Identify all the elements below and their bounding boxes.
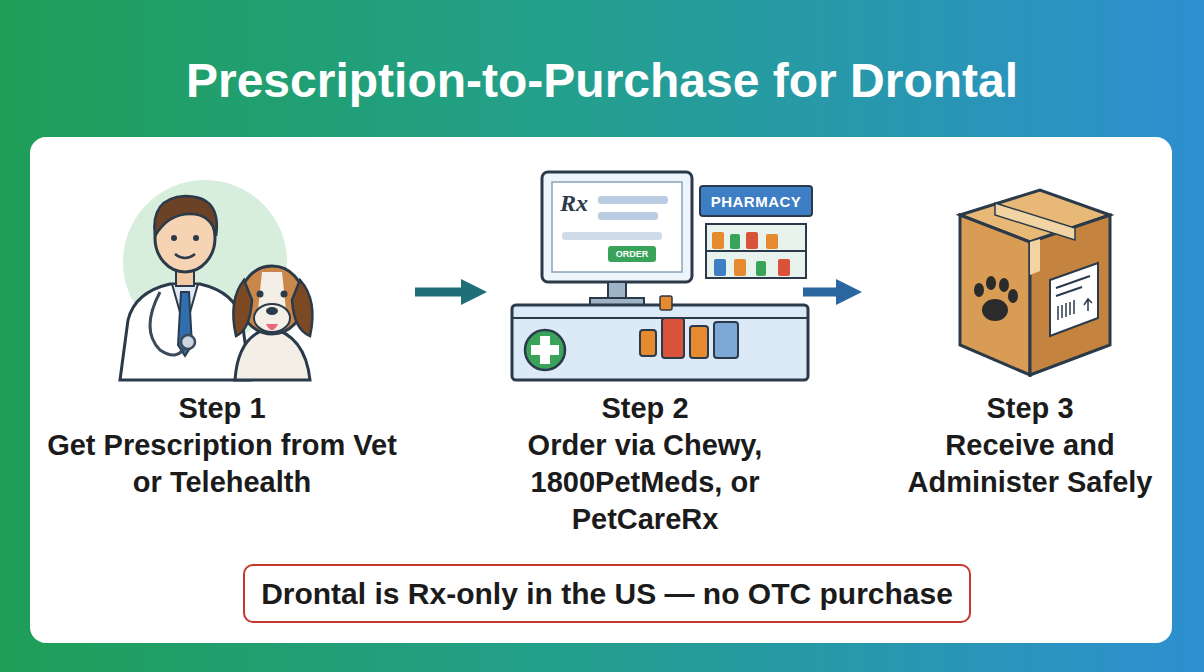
vet-illustration-part: [181, 335, 195, 349]
vet-illustration-part: [193, 235, 199, 241]
package-illustration-part-part: [999, 278, 1009, 292]
white-panel: [30, 137, 1172, 643]
step-number: Step 2: [495, 390, 795, 427]
order-button-text: ORDER: [616, 249, 649, 259]
pharmacy-illustration-part: [552, 182, 682, 272]
package-illustration-part: [1056, 276, 1090, 288]
pharmacy-illustration-part: [746, 232, 758, 249]
pharmacy-illustration-part: [662, 318, 684, 358]
pharmacy-illustration-part: [640, 330, 656, 356]
pharmacy-illustration-part: [712, 232, 724, 249]
vet-illustration-part: [154, 196, 216, 236]
pharmacy-illustration-part: [730, 234, 740, 249]
pharmacy-illustration-part: [690, 326, 708, 358]
rx-symbol: Rx: [560, 190, 588, 217]
step-block: Step 1Get Prescription from Vet or Teleh…: [37, 390, 407, 501]
pharmacy-illustration-part: [706, 250, 806, 252]
pharmacy-illustration-part: [706, 224, 806, 278]
package-illustration-part-part: [986, 276, 996, 290]
package-illustration-part: [1057, 306, 1059, 320]
warning-note-box: Drontal is Rx-only in the US — no OTC pu…: [243, 564, 971, 623]
package-illustration-part: [1084, 299, 1092, 311]
step-block: Step 2Order via Chewy, 1800PetMeds, or P…: [495, 390, 795, 538]
package-illustration-part: [1056, 287, 1082, 296]
pharmacy-illustration-part: [531, 336, 559, 364]
package-illustration-part: [1065, 303, 1067, 317]
pharmacy-illustration-part: [512, 317, 808, 319]
pharmacy-illustration-part: [660, 296, 672, 310]
dog-illustration-part: [257, 291, 264, 298]
pharmacy-illustration-part: [734, 259, 746, 276]
pharmacy-illustration-part: [714, 322, 738, 358]
dog-illustration-part: [254, 304, 290, 332]
dog-illustration-part: [266, 324, 278, 330]
package-illustration-part: [960, 215, 1030, 375]
pharmacy-illustration-part: [512, 305, 808, 380]
vet-illustration-part: [175, 254, 195, 258]
package-illustration: [960, 190, 1110, 375]
title: Prescription-to-Purchase for Drontal: [186, 53, 1018, 108]
pharmacy-illustration-part: [598, 212, 658, 220]
package-illustration-part: [1069, 302, 1071, 315]
pharmacy-illustration-part: [778, 259, 790, 276]
step-text: Drontal is Rx-only in the US — no OTC pu…: [261, 575, 953, 612]
dog-illustration-part: [281, 291, 288, 298]
pharmacy-illustration-part: [525, 330, 565, 370]
pharmacy-illustration-part: [608, 246, 656, 262]
package-illustration-part: [1061, 305, 1063, 318]
dog-illustration-part: [292, 280, 312, 336]
pharmacy-illustration-part: [756, 261, 766, 276]
step-number: Step 3: [870, 390, 1190, 427]
vet-illustration-part: [120, 284, 250, 380]
dog-illustration-part: [266, 307, 278, 315]
step-number: Step 1: [37, 390, 407, 427]
package-illustration-part: [1073, 300, 1075, 314]
step-text: Get Prescription from Vet or Telehealth: [37, 427, 407, 501]
vet-illustration-part: [171, 235, 177, 241]
step-block: Step 3Receive and Administer Safely: [870, 390, 1190, 501]
package-illustration-part-part: [1008, 289, 1018, 303]
package-illustration-part-part: [974, 283, 984, 297]
pharmacy-illustration-part: [700, 186, 812, 216]
package-illustration-part: [995, 203, 1075, 240]
flow-arrow: [415, 288, 474, 297]
pharmacy-illustration-part: [598, 196, 668, 204]
package-illustration-part: [974, 276, 1018, 321]
dog-illustration-part: [235, 328, 310, 380]
pharmacy-sign-text: PHARMACY: [711, 193, 802, 210]
pharmacy-illustration-part: [542, 172, 692, 282]
pharmacy-illustration-part: [766, 234, 778, 249]
step-text: Receive and Administer Safely: [870, 427, 1190, 501]
dog-illustration: [233, 266, 312, 380]
package-illustration-part: [1050, 263, 1098, 336]
flow-arrow: [803, 288, 849, 297]
package-illustration-part-part: [982, 299, 1008, 321]
step-text: Order via Chewy, 1800PetMeds, or PetCare…: [495, 427, 795, 538]
pharmacy-illustration-part: [562, 232, 662, 240]
pharmacy-illustration: [512, 172, 812, 380]
dog-illustration-part: [233, 280, 252, 336]
pharmacy-illustration-part: [714, 259, 726, 276]
package-illustration-part: [1030, 239, 1040, 275]
